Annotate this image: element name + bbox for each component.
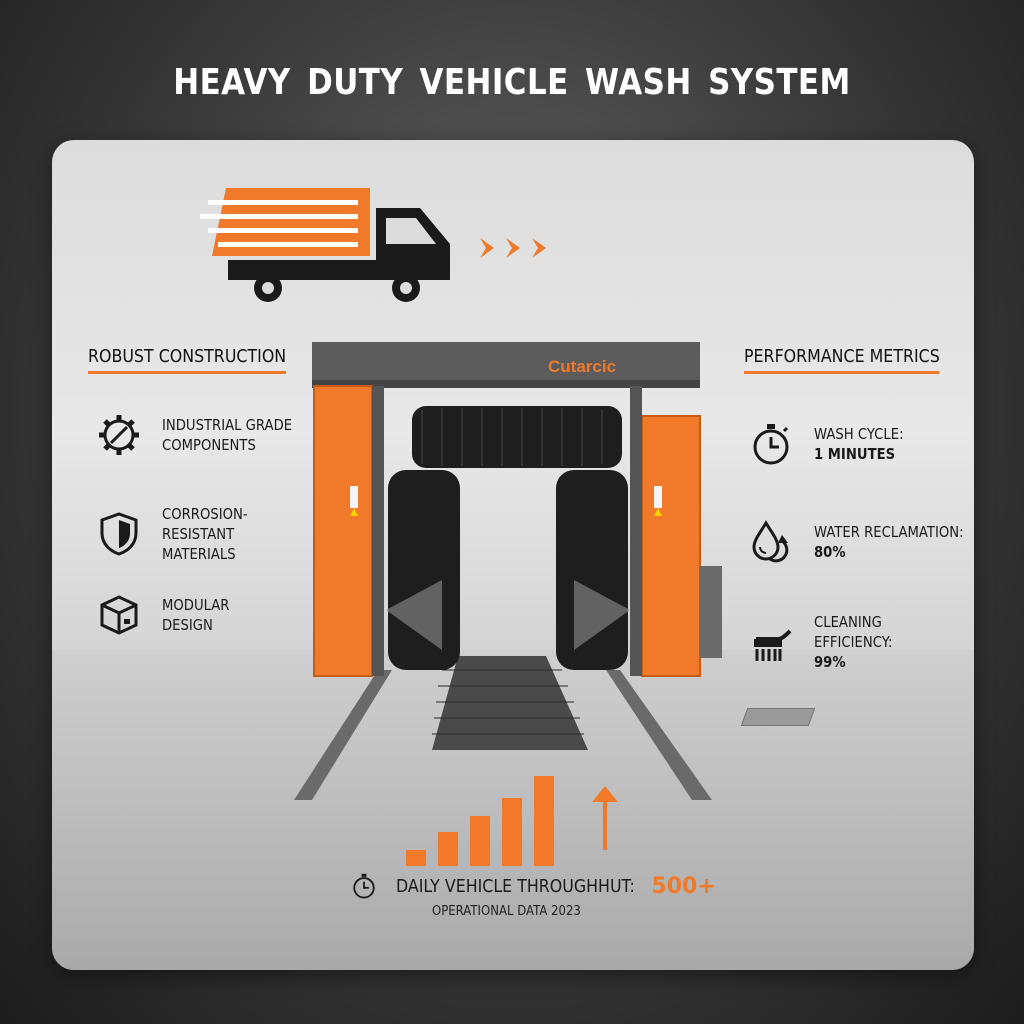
operational-data-caption: OPERATIONAL DATA 2023 — [432, 904, 581, 919]
metric-label: WATER RECLAMATION: — [814, 523, 964, 541]
arrow-chevrons-icon — [480, 238, 546, 258]
feature-text: CORROSION-RESISTANT MATERIALS — [162, 505, 248, 563]
stopwatch-icon — [753, 424, 789, 465]
throughput-value: 500+ — [651, 873, 716, 899]
shield-icon — [100, 512, 138, 556]
throughput-label: DAILY VEHICLE THROUGHHUT: — [396, 875, 635, 897]
metric-value: 80% — [814, 543, 846, 561]
metric-label: CLEANING EFFICIENCY: — [814, 613, 893, 651]
water-drop-icon — [752, 520, 789, 563]
metric-value: 1 MINUTES — [814, 445, 896, 463]
page-title: HEAVY DUTY VEHICLE WASH SYSTEM — [173, 62, 851, 103]
floor-plate — [740, 708, 816, 726]
robust-construction-heading: ROBUST CONSTRUCTION — [88, 346, 287, 374]
info-panel: Cutarcic ROBUST CONSTRUCTION — [52, 140, 974, 970]
box-icon — [100, 595, 138, 635]
feature-text: MODULAR DESIGN — [162, 596, 230, 634]
metric-water-reclamation: WATER RECLAMATION: 80% — [748, 502, 974, 582]
metric-label: WASH CYCLE: — [814, 425, 904, 443]
stopwatch-icon — [353, 873, 375, 899]
performance-metrics-heading: PERFORMANCE METRICS — [744, 346, 940, 374]
wash-gantry: Cutarcic — [294, 342, 722, 800]
growth-bars-icon — [406, 776, 554, 866]
feature-corrosion-resistant: CORROSION-RESISTANT MATERIALS — [96, 504, 332, 564]
feature-modular-design: MODULAR DESIGN — [96, 592, 332, 638]
metric-wash-cycle: WASH CYCLE: 1 MINUTES — [748, 404, 974, 484]
feature-industrial-grade: INDUSTRIAL GRADE COMPONENTS — [96, 412, 332, 458]
metric-cleaning-efficiency: CLEANING EFFICIENCY: 99% — [748, 592, 974, 692]
truck-icon — [200, 188, 450, 302]
feature-text: INDUSTRIAL GRADE COMPONENTS — [162, 416, 293, 454]
throughput-row: DAILY VEHICLE THROUGHHUT: 500+ — [350, 872, 716, 900]
gear-wrench-icon — [99, 415, 139, 455]
brush-icon — [754, 629, 792, 661]
metric-value: 99% — [814, 653, 846, 671]
brand-label: Cutarcic — [548, 357, 616, 376]
up-arrow-icon — [592, 786, 618, 850]
